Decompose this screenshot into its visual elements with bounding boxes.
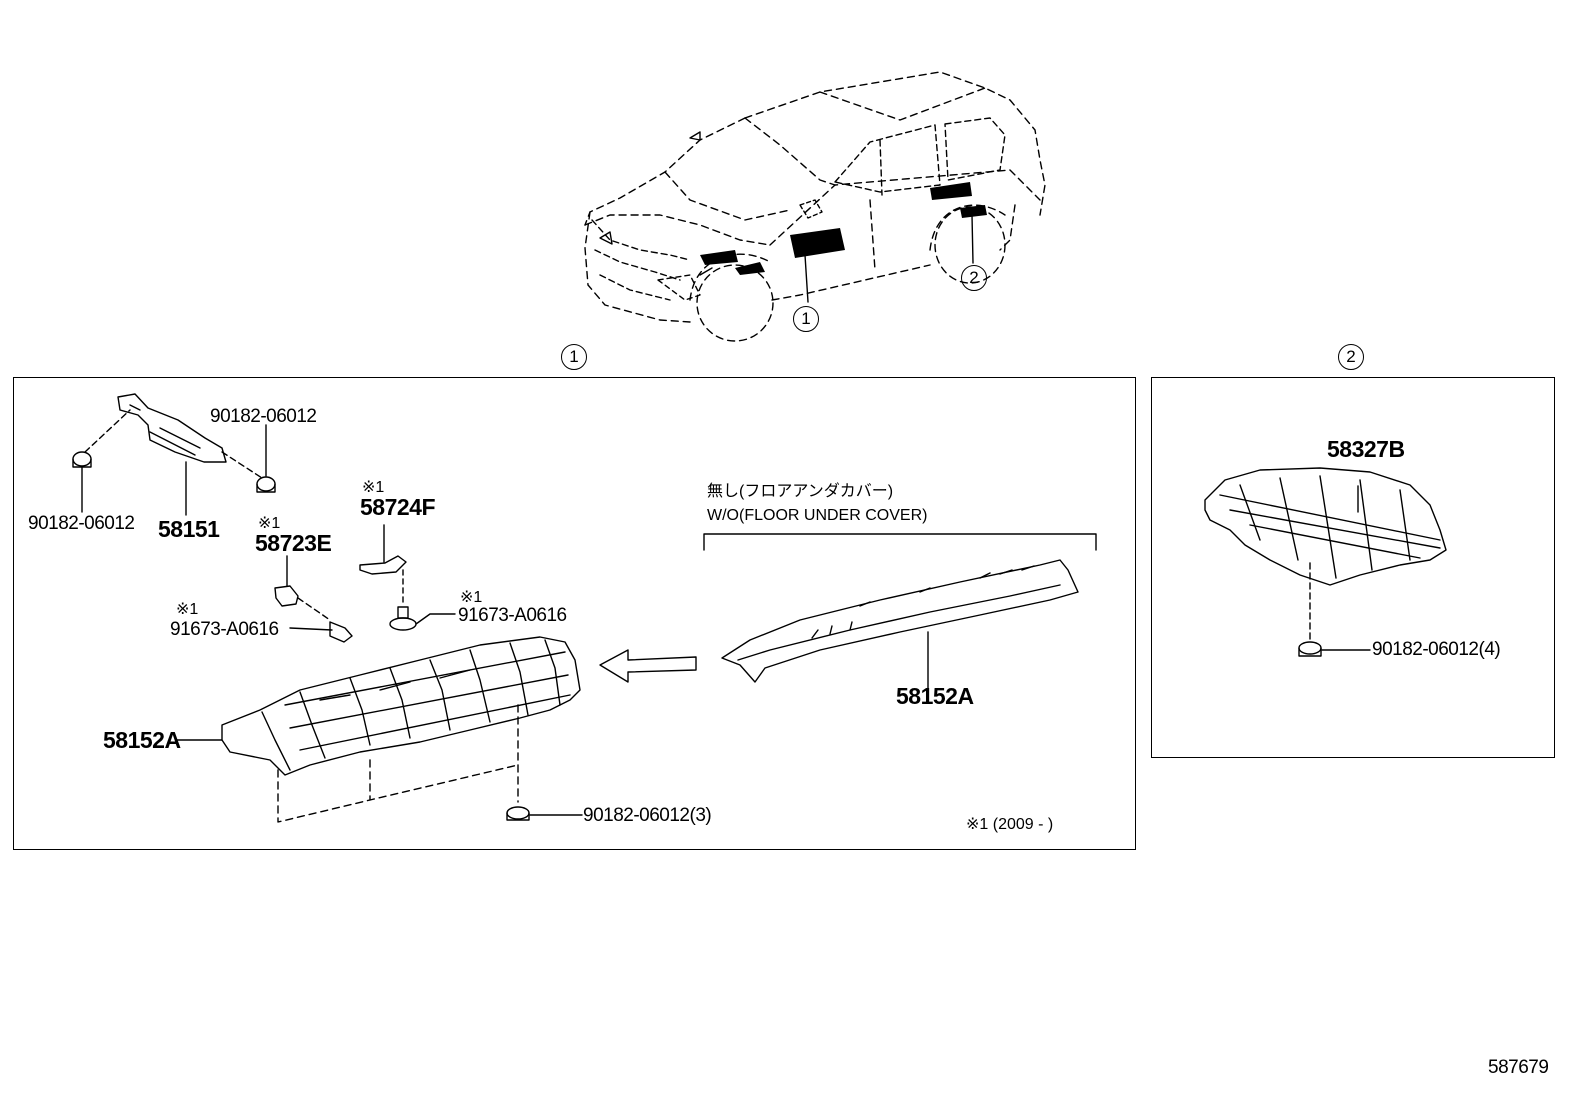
part-91673-A0616-left[interactable]: 91673-A0616 [170,619,279,640]
variant-label-jp: 無し(フロアアンダカバー) [707,483,894,500]
panel2-frame [1151,377,1555,758]
part-90182-06012-left[interactable]: 90182-06012 [28,513,135,534]
year-note: ※1 (2009 - ) [966,816,1054,833]
callout-1-vehicle[interactable]: 1 [793,306,819,332]
variant-label-en: W/O(FLOOR UNDER COVER) [707,507,928,524]
part-58327B[interactable]: 58327B [1327,436,1405,462]
part-58724F[interactable]: 58724F [360,494,436,520]
part-90182-06012-top[interactable]: 90182-06012 [210,406,317,427]
sym-mark-58723E: ※1 [258,515,281,532]
panel2-heading-callout: 2 [1338,344,1364,370]
panel1-heading-callout: 1 [561,344,587,370]
part-58151[interactable]: 58151 [158,516,220,542]
part-91673-A0616-right[interactable]: 91673-A0616 [458,605,567,626]
panel1-line-art [72,393,1097,823]
sym-mark-58724F: ※1 [362,479,385,496]
diagram-id: 587679 [1488,1057,1549,1078]
callout-2-vehicle[interactable]: 2 [961,265,987,291]
sym-mark-91673-left: ※1 [176,601,199,618]
part-90182-06012-4[interactable]: 90182-06012(4) [1372,639,1501,660]
panel1-frame [13,377,1136,850]
vehicle-illustration [584,71,1046,342]
part-90182-06012-3[interactable]: 90182-06012(3) [583,805,712,826]
part-58152A-left[interactable]: 58152A [103,727,181,753]
sym-mark-91673-right: ※1 [460,589,483,606]
part-58152A-right[interactable]: 58152A [896,683,974,709]
panel2-line-art [1204,467,1447,657]
part-58723E[interactable]: 58723E [255,530,332,556]
